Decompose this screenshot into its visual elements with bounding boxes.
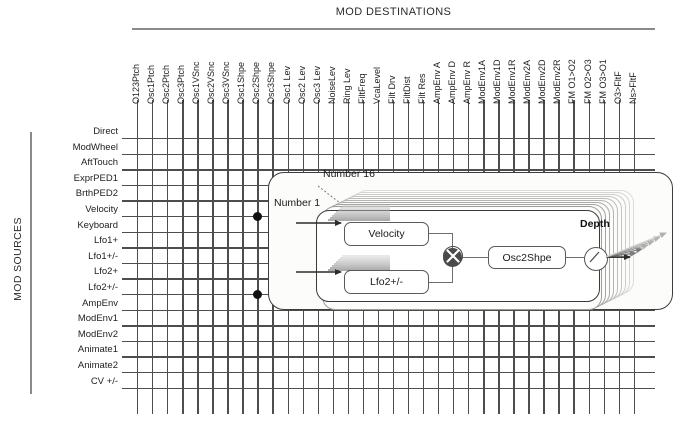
multiply-x-glyph [446,249,460,263]
source-row-line [122,387,655,389]
mod-slot-stack: Velocity Lfo2+/- Osc2Shpe Depth Number 1… [268,168,673,310]
source-row-line [122,169,655,171]
source-row-line [122,372,655,374]
destination-column-line [257,100,259,414]
connection-dot[interactable] [253,290,263,300]
slot-first-label: Number 1 [274,197,321,209]
source-row-line [122,138,655,140]
source-label[interactable]: Lfo2+ [93,266,118,278]
source-label[interactable]: Velocity [85,204,118,215]
wire-destination-to-depth [566,257,584,259]
source-label[interactable]: Lfo1+ [93,235,118,247]
source-label[interactable]: Lfo1+/- [88,250,118,262]
source-row-line [122,340,655,343]
destination-column-line [152,100,154,414]
connection-dot[interactable] [253,212,263,222]
source-label[interactable]: ModWheel [72,141,118,153]
depth-label: Depth [580,218,610,230]
depth-output-fan [605,232,667,260]
destinations-heading: MOD DESTINATIONS [335,6,452,18]
wire-multiply-to-destination [462,257,489,259]
source-label[interactable]: Animate1 [77,344,118,356]
source-label[interactable]: Keyboard [77,219,118,231]
destination-node[interactable]: Osc2Shpe [488,246,566,269]
source-row-line [122,325,655,327]
source-row-line [122,309,655,311]
source-label[interactable]: AftTouch [81,157,118,169]
destinations-rule [132,28,655,30]
source-label[interactable]: BrthPED2 [75,188,118,200]
source-label[interactable]: Animate2 [77,360,118,371]
slot-last-leader-line [317,185,341,204]
source-label[interactable]: ModEnv1 [77,313,118,325]
sources-rule [30,132,32,394]
source-row-line [122,356,655,358]
destination-column-line [227,100,229,414]
depth-knob-pointer [589,251,600,263]
destination-column-line [242,100,244,414]
wire-source-a-vertical [452,233,454,257]
source-label[interactable]: Lfo2+/- [88,282,118,293]
input-feed-lines-bottom [296,255,390,275]
source-label[interactable]: Direct [93,126,118,137]
input-feed-lines-top [296,205,390,226]
source-row-line [122,153,655,155]
source-label[interactable]: CV +/- [90,375,118,387]
slot-last-label: Number 16 [323,168,375,180]
source-b-node[interactable]: Lfo2+/- [344,270,429,294]
source-a-node[interactable]: Velocity [344,222,429,246]
source-label[interactable]: ModEnv2 [77,328,118,340]
wire-source-b [429,282,453,284]
multiply-node-outline [443,246,463,266]
destination-column-line [212,100,214,414]
destination-column-line [167,100,169,414]
wire-source-b-vertical [452,258,454,283]
depth-knob[interactable] [584,247,608,271]
wire-source-a [429,233,453,235]
destination-column-line [197,100,199,414]
source-label[interactable]: AmpEnv [82,297,118,309]
destination-column-line [182,100,184,414]
source-label[interactable]: ExprPED1 [73,172,118,184]
destination-column-line [137,100,139,414]
